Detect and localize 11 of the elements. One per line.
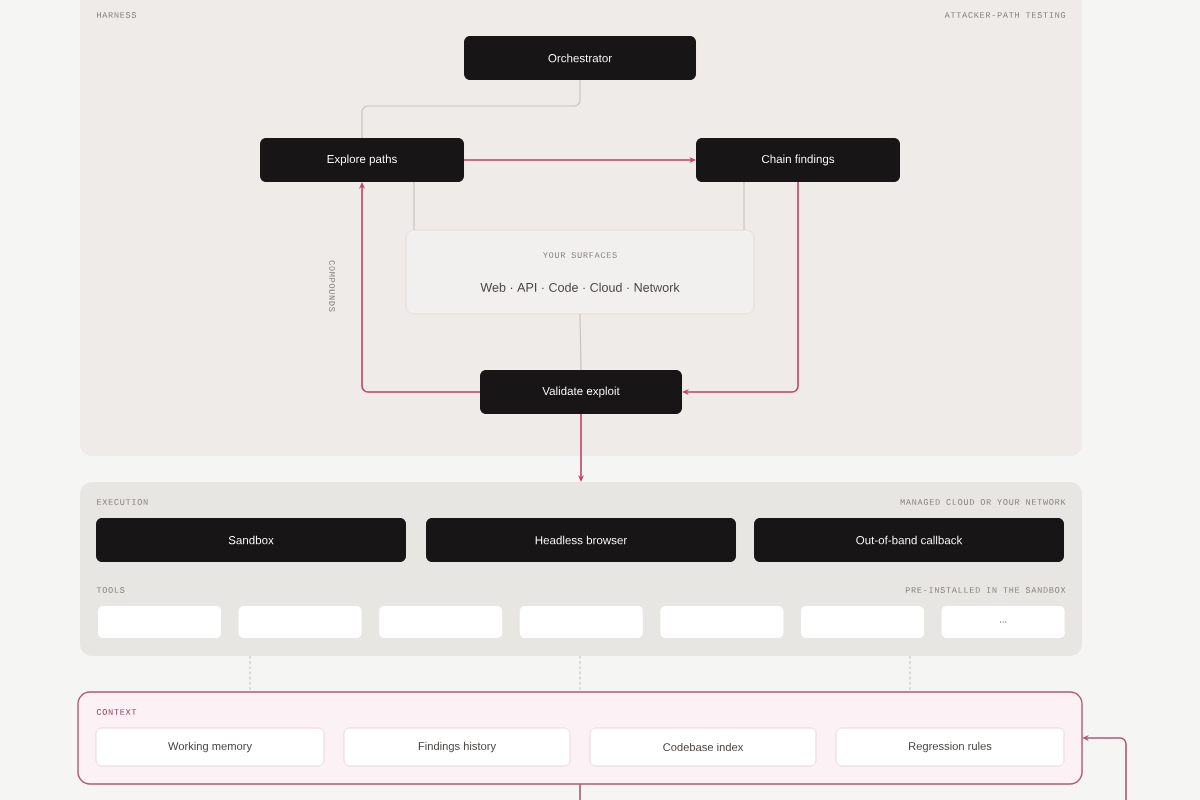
tool-chip (379, 606, 503, 638)
arrow (682, 181, 799, 396)
connector-line (361, 79, 581, 139)
arrow (358, 182, 481, 393)
tool-chip (98, 606, 221, 638)
connector-line (579, 313, 582, 371)
tool-chip (660, 606, 784, 638)
tool-chip (238, 606, 362, 638)
tool-chip (801, 606, 924, 638)
tool-chip (519, 606, 643, 638)
connector-line (579, 783, 581, 800)
